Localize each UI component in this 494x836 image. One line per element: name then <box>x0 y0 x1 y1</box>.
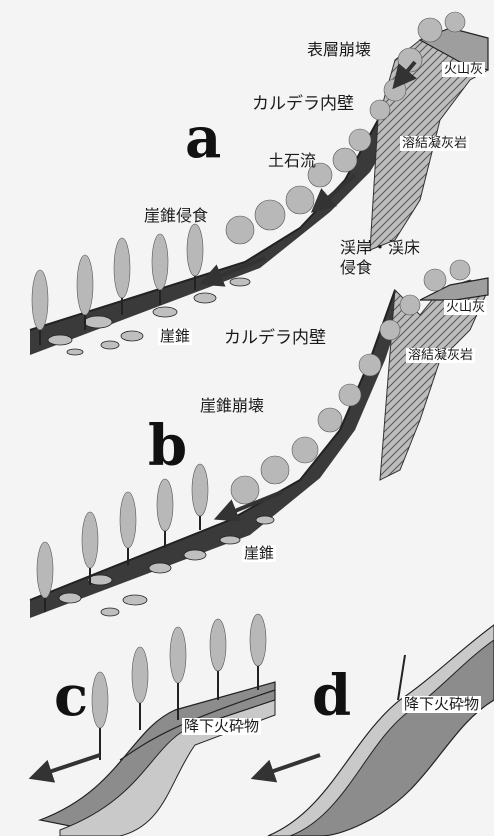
label-bank-bed-erosion-1: 渓岸・渓床 <box>340 238 421 257</box>
tree-icon <box>81 511 99 585</box>
label-volcanic-ash-a: 火山灰 <box>442 62 486 77</box>
tree-icon <box>76 254 94 330</box>
tree-icon <box>186 223 204 290</box>
tree-icon <box>249 613 267 690</box>
arrow-talus-erosion <box>198 256 266 287</box>
label-pyroclastic-fall-c: 降下火砕物 <box>182 717 262 735</box>
tree-icon <box>31 269 49 345</box>
trees-a <box>31 11 466 345</box>
label-surface-collapse: 表層崩壊 <box>307 40 372 59</box>
talus-body-a <box>30 120 395 355</box>
arrow-talus-collapse <box>213 490 283 522</box>
arrow-surface-collapse <box>392 60 417 90</box>
label-welded-tuff-a: 溶結凝灰岩 <box>400 136 470 151</box>
tree-icon <box>191 463 209 530</box>
label-pyroclastic-fall-d: 降下火砕物 <box>402 695 482 713</box>
tree-icon <box>156 478 174 548</box>
tree-icon <box>113 237 131 315</box>
label-welded-tuff-b: 溶結凝灰岩 <box>406 348 476 363</box>
boulders-a <box>47 277 251 356</box>
talus-surface-b <box>29 289 396 601</box>
label-talus-b: 崖錐 <box>242 544 277 562</box>
tree-icon <box>151 233 169 305</box>
panel-b <box>29 259 489 618</box>
panel-letter-a: a <box>185 105 222 171</box>
trees-c <box>91 613 267 760</box>
tree-icon <box>91 671 109 760</box>
arrow-c <box>28 753 101 783</box>
tree-stump-d <box>397 654 406 701</box>
boulders-b <box>58 515 275 617</box>
tree-icon <box>119 491 137 565</box>
trees-b <box>36 259 471 612</box>
label-talus-erosion: 崖錐侵食 <box>144 206 209 225</box>
label-caldera-wall-a: カルデラ内壁 <box>252 94 354 114</box>
label-talus-collapse: 崖錐崩壊 <box>200 396 265 415</box>
panel-letter-d: d <box>312 663 352 729</box>
arrow-d <box>250 753 321 783</box>
panel-letter-b: b <box>148 413 188 479</box>
talus-body-b <box>30 290 405 618</box>
label-debris-flow: 土石流 <box>268 151 317 170</box>
panel-d <box>250 624 494 836</box>
label-caldera-wall-b: カルデラ内壁 <box>224 328 326 348</box>
tree-icon <box>36 541 54 612</box>
slope-light-d <box>267 624 494 836</box>
arrow-debris-flow <box>310 173 357 213</box>
panel-letter-c: c <box>54 663 89 729</box>
tree-icon <box>169 626 187 720</box>
tree-icon <box>131 646 149 730</box>
label-bank-bed-erosion-2: 侵食 <box>340 258 373 277</box>
fall-layer-line-c <box>119 689 276 761</box>
label-talus-a: 崖錐 <box>158 327 193 345</box>
label-volcanic-ash-b: 火山灰 <box>444 300 488 315</box>
tree-icon <box>209 618 227 700</box>
